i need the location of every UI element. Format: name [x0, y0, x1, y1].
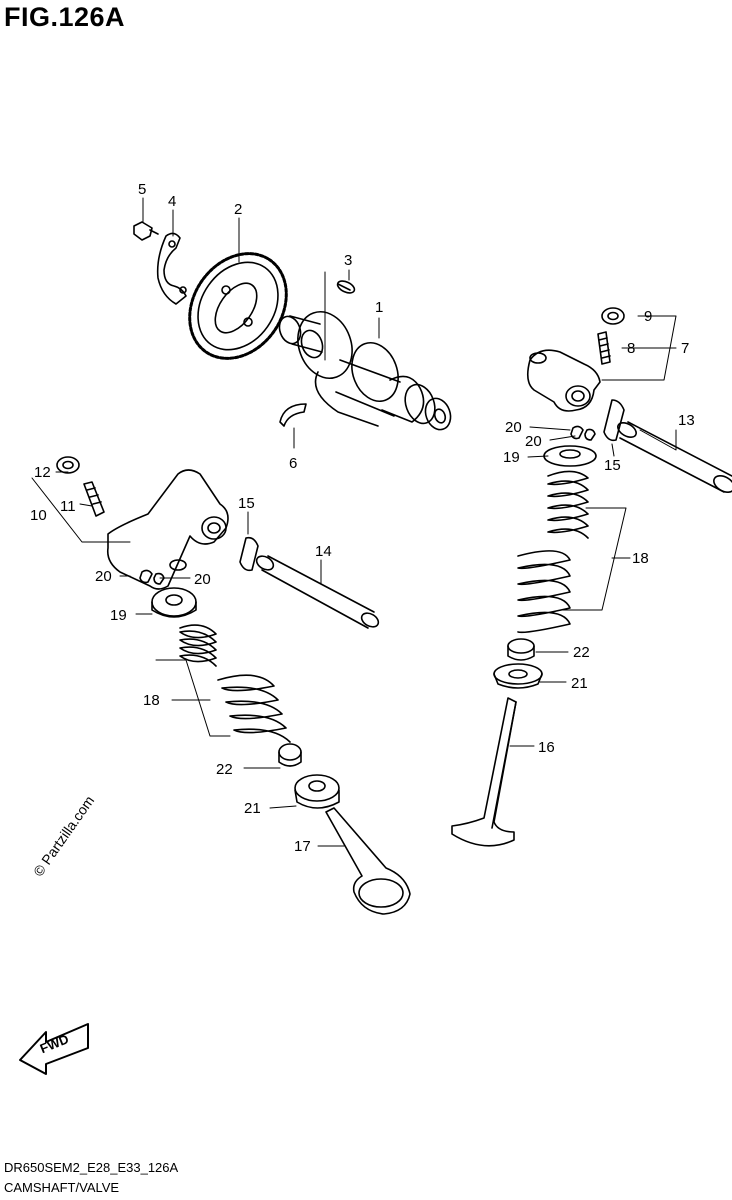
- part-seal-22-left[interactable]: [278, 743, 302, 767]
- part-wave-washer-15-right[interactable]: [603, 399, 625, 442]
- part-spring-seat-21-right[interactable]: [493, 663, 543, 689]
- part-nut-9[interactable]: [601, 307, 625, 325]
- callout-11: 11: [60, 498, 76, 515]
- callout-1: 1: [375, 299, 383, 316]
- part-pin-3[interactable]: [336, 279, 357, 296]
- callout-6: 6: [289, 455, 297, 472]
- part-cam-sprocket-2[interactable]: [170, 235, 306, 377]
- callout-18-left: 18: [143, 692, 160, 709]
- part-valve-16[interactable]: [451, 697, 517, 847]
- model-code: DR650SEM2_E28_E33_126A: [4, 1160, 179, 1175]
- fwd-arrow-icon: [19, 1023, 89, 1075]
- part-cotter-20-left[interactable]: [139, 569, 165, 585]
- callout-20-right-a: 20: [505, 419, 522, 436]
- leader-lines: [31, 197, 677, 847]
- callout-4: 4: [168, 193, 176, 210]
- callout-15-left: 15: [238, 495, 255, 512]
- part-valve-17[interactable]: [325, 807, 411, 915]
- part-valve-spring-18-left[interactable]: [179, 624, 291, 743]
- part-retainer-19-left[interactable]: [151, 587, 197, 618]
- part-seal-22-right[interactable]: [507, 638, 535, 661]
- part-bolt-5[interactable]: [133, 221, 159, 241]
- callout-20-right-b: 20: [525, 433, 542, 450]
- part-nut-12[interactable]: [56, 456, 80, 474]
- section-name: CAMSHAFT/VALVE: [4, 1180, 120, 1195]
- part-adjust-screw-11[interactable]: [83, 481, 105, 517]
- callout-8: 8: [627, 340, 635, 357]
- callout-2: 2: [234, 201, 242, 218]
- callout-19-right: 19: [503, 449, 520, 466]
- callout-21-right: 21: [571, 675, 588, 692]
- callout-12: 12: [34, 464, 51, 481]
- callout-7: 7: [681, 340, 689, 357]
- callout-19-left: 19: [110, 607, 127, 624]
- part-rocker-arm-10[interactable]: [106, 469, 229, 590]
- part-cotter-20-right[interactable]: [570, 425, 596, 441]
- part-bracket-4[interactable]: [156, 232, 187, 305]
- part-valve-spring-18-right[interactable]: [517, 470, 589, 634]
- callout-9: 9: [644, 308, 652, 325]
- callout-16: 16: [538, 739, 555, 756]
- callout-10: 10: [30, 507, 47, 524]
- callout-15-right: 15: [604, 457, 621, 474]
- callout-21-left: 21: [244, 800, 261, 817]
- part-rocker-shaft-14[interactable]: [254, 553, 381, 629]
- part-rocker-arm-7[interactable]: [526, 349, 601, 412]
- part-spring-seat-21-left[interactable]: [294, 774, 340, 809]
- part-wave-washer-15-left[interactable]: [239, 536, 259, 572]
- part-camshaft-1[interactable]: [276, 304, 455, 433]
- callout-3: 3: [344, 252, 352, 269]
- callout-18-right: 18: [632, 550, 649, 567]
- part-retainer-19-right[interactable]: [543, 445, 597, 467]
- callout-20-left-b: 20: [194, 571, 211, 588]
- part-clip-6[interactable]: [279, 403, 307, 427]
- callout-14: 14: [315, 543, 332, 560]
- part-adjust-screw-8[interactable]: [597, 331, 611, 365]
- callout-5: 5: [138, 181, 146, 198]
- part-rocker-shaft-13[interactable]: [615, 420, 732, 496]
- callout-13: 13: [678, 412, 695, 429]
- callout-17: 17: [294, 838, 311, 855]
- callout-20-left-a: 20: [95, 568, 112, 585]
- callout-22-left: 22: [216, 761, 233, 778]
- callout-22-right: 22: [573, 644, 590, 661]
- figure-title: FIG.126A: [4, 2, 126, 32]
